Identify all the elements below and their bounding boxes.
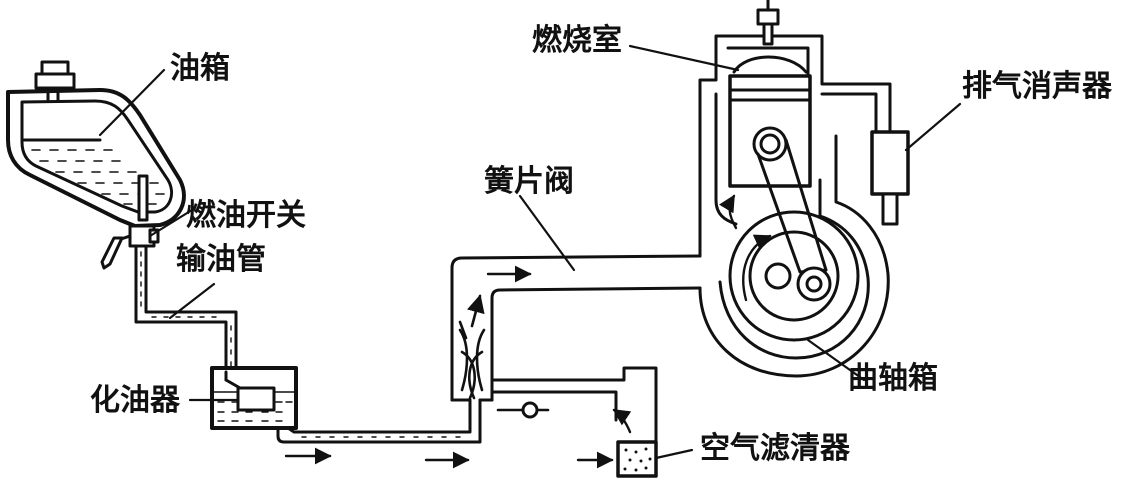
intake-pipe: [276, 398, 482, 444]
fuel-dashes: [31, 149, 165, 205]
carburetor: [210, 366, 298, 430]
transfer-passage: [450, 254, 702, 402]
label-combustion-chamber: 燃烧室: [532, 23, 622, 58]
air-filter-duct: [490, 366, 658, 447]
label-air-filter: 空气滤清器: [700, 431, 850, 466]
fuel-tank: [6, 60, 186, 228]
flow-arrows: [284, 265, 614, 469]
label-fuel-switch: 燃油开关: [186, 198, 306, 233]
fuel-switch: [100, 224, 160, 270]
engine: [698, 0, 892, 378]
leader-lines: [98, 44, 962, 460]
air-filter: [612, 408, 658, 478]
label-carburetor: 化油器: [90, 383, 180, 418]
label-crankcase: 曲轴箱: [848, 361, 938, 396]
label-fuel-pipe: 输油管: [176, 242, 266, 277]
fuel-pipe: [134, 244, 238, 374]
label-fuel-tank: 油箱: [170, 51, 230, 86]
label-exhaust-muffler: 排气消声器: [962, 69, 1112, 104]
reed-valve: [458, 294, 486, 400]
label-reed-valve: 簧片阀: [484, 164, 574, 199]
exhaust-muffler: [870, 130, 910, 226]
